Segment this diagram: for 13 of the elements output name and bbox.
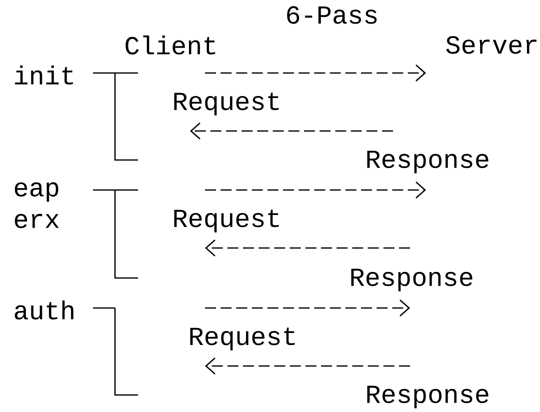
message-label: Response xyxy=(351,268,472,292)
message-label: Request xyxy=(174,210,279,232)
message-label: Response xyxy=(367,386,488,408)
diagram-title: 6-Pass xyxy=(287,6,377,24)
phase-label: auth xyxy=(14,300,74,320)
phase-label: erx xyxy=(14,214,59,228)
participant-label: Client xyxy=(126,35,216,55)
phase-label: init xyxy=(15,65,73,85)
message-label: Response xyxy=(367,150,488,174)
phase-label: eap xyxy=(14,182,58,202)
message-label: Request xyxy=(190,328,295,350)
message-label: Request xyxy=(174,92,279,116)
participant-label: Server xyxy=(446,36,536,54)
